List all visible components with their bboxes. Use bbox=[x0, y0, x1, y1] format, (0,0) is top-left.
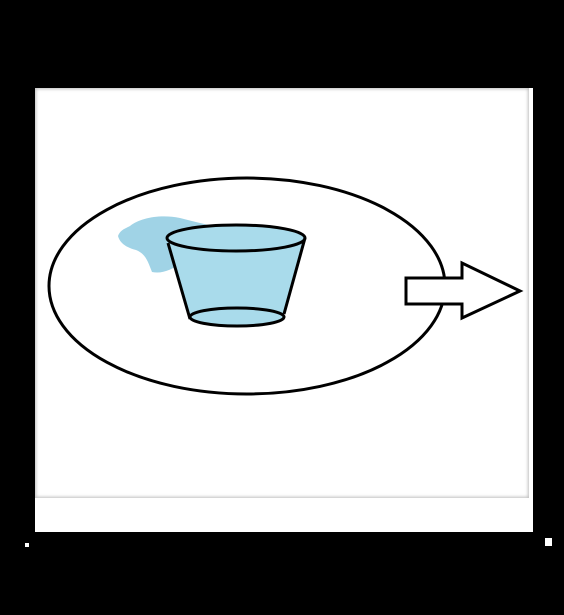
bucket-bottom-rim bbox=[190, 308, 284, 326]
flow-arrow bbox=[406, 263, 520, 318]
bucket-top-rim bbox=[167, 225, 305, 251]
